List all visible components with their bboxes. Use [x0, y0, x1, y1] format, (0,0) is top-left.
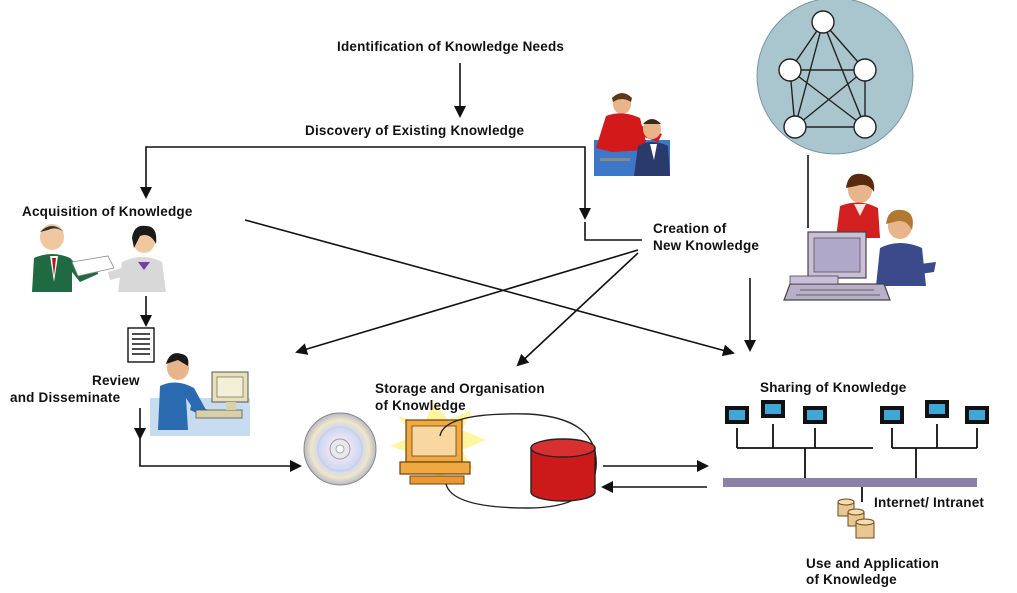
label-storage-line1: Storage and Organisation [375, 381, 545, 396]
meeting-people-icon [594, 93, 670, 176]
label-review-line2: and Disseminate [10, 390, 121, 405]
database-cylinder-icon [530, 438, 596, 502]
label-review-line1: Review [92, 373, 140, 388]
team-at-computer-icon [783, 173, 936, 301]
label-storage-line2: of Knowledge [375, 398, 466, 413]
label-acquisition: Acquisition of Knowledge [22, 204, 193, 219]
monitor-icon [725, 400, 989, 424]
label-use-line1: Use and Application [806, 556, 940, 571]
arrow-acquisition-to-sharing [244, 219, 735, 357]
document-icon [127, 327, 155, 363]
network-graph-icon [756, 0, 914, 155]
flow-arrows [134, 63, 809, 493]
line-bracket-creation [584, 222, 642, 241]
label-sharing: Sharing of Knowledge [760, 380, 907, 395]
arrow-discovery-to-acquisition [140, 146, 460, 199]
arrow-review-to-storage [139, 438, 302, 472]
database-stack-icon [837, 498, 875, 539]
arrow-discovery-to-creation [460, 146, 591, 220]
handshake-people-icon [32, 224, 166, 292]
label-discovery: Discovery of Existing Knowledge [305, 123, 525, 138]
cd-disc-icon [303, 412, 377, 486]
ring-connector [439, 413, 597, 509]
arrow-creation-to-storage [516, 252, 639, 367]
label-creation-line2: New Knowledge [653, 238, 760, 253]
computer-icon [390, 402, 486, 485]
arrow-creation-to-review [295, 249, 639, 355]
label-identification: Identification of Knowledge Needs [337, 39, 565, 54]
lan-network-icon [723, 400, 989, 502]
office-worker-computer-icon [150, 353, 250, 436]
label-use-line2: of Knowledge [806, 572, 897, 587]
label-internet: Internet/ Intranet [874, 495, 985, 510]
label-creation-line1: Creation of [653, 221, 727, 236]
